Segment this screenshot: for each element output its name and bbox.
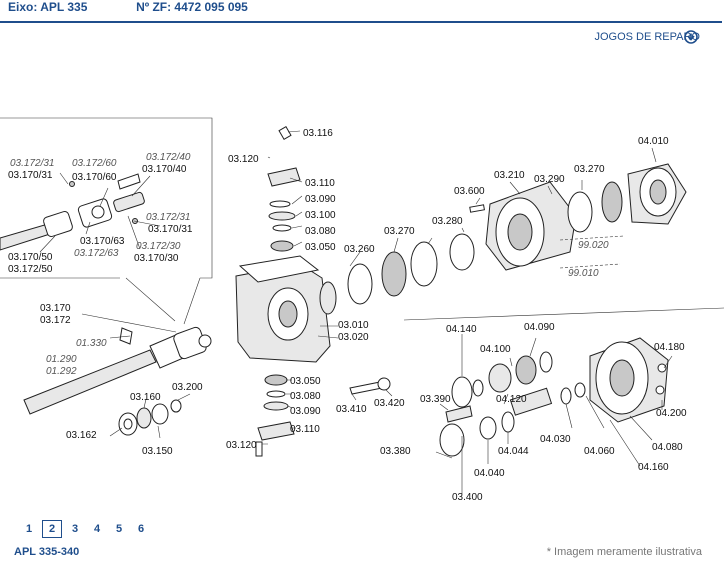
label-03172-31-ref-b: 03.172/31 (146, 212, 191, 223)
label-99020-ref: 99.020 (578, 240, 609, 251)
label-03110b: 03.110 (290, 424, 320, 435)
illustrative-note: * Imagem meramente ilustrativa (546, 546, 702, 558)
label-04010: 04.010 (638, 136, 669, 147)
label-03160: 03.160 (130, 392, 161, 403)
label-03170-63: 03.170/63 (80, 236, 125, 247)
label-03260: 03.260 (344, 244, 375, 255)
label-03110a: 03.110 (305, 178, 335, 189)
hub-upper-row (347, 163, 687, 305)
label-03210: 03.210 (494, 170, 525, 181)
repair-kits-label: JOGOS DE REPARO (594, 31, 700, 43)
label-03100: 03.100 (305, 210, 336, 221)
label-03150: 03.150 (142, 446, 173, 457)
label-04080: 04.080 (652, 442, 683, 453)
planetary-lower-group (439, 337, 669, 457)
page-3[interactable]: 3 (71, 523, 79, 535)
zf-number: Nº ZF: 4472 095 095 (136, 0, 248, 14)
inset-frame (0, 117, 213, 279)
label-04100: 04.100 (480, 344, 511, 355)
label-04140: 04.140 (446, 324, 477, 335)
label-04060: 04.060 (584, 446, 615, 457)
inset-zoom-lines (125, 277, 201, 325)
page-2-current[interactable]: 2 (42, 520, 62, 538)
label-04120: 04.120 (496, 394, 527, 405)
label-03120b: 03.120 (226, 440, 257, 451)
label-03270a: 03.270 (384, 226, 415, 237)
lower-assembly-frame (403, 307, 724, 321)
axle-title: Eixo: APL 335 (8, 0, 88, 14)
label-03172-31-ref: 03.172/31 (10, 158, 55, 169)
repair-kits-link[interactable]: JOGOS DE REPARO (594, 31, 700, 43)
label-03290: 03.290 (534, 174, 565, 185)
label-03170-40: 03.170/40 (142, 164, 187, 175)
label-03400: 03.400 (452, 492, 483, 503)
label-04090: 04.090 (524, 322, 555, 333)
label-03172-50: 03.172/50 (8, 264, 53, 275)
label-03170-31: 03.170/31 (8, 170, 53, 181)
label-03170-30: 03.170/30 (134, 253, 179, 264)
label-03172: 03.172 (40, 315, 71, 326)
page-5[interactable]: 5 (115, 523, 123, 535)
label-03162: 03.162 (66, 430, 97, 441)
king-pin-bottom-stack (255, 374, 391, 457)
label-03050a: 03.050 (305, 242, 336, 253)
label-04040: 04.040 (474, 468, 505, 479)
drive-shaft (23, 326, 212, 415)
header-rule (0, 21, 722, 23)
label-03172-30-ref: 03.172/30 (136, 241, 181, 252)
label-03380: 03.380 (380, 446, 411, 457)
header: Eixo: APL 335 Nº ZF: 4472 095 095 (8, 0, 248, 20)
label-03050b: 03.050 (290, 376, 321, 387)
label-03090b: 03.090 (290, 406, 321, 417)
label-03010: 03.010 (338, 320, 369, 331)
down-arrow-circle-icon[interactable] (684, 30, 698, 44)
label-03270b: 03.270 (574, 164, 605, 175)
exploded-parts-diagram: 03.116 03.120 03.110 03.090 03.100 03.08… (0, 117, 724, 503)
label-03116: 03.116 (303, 128, 333, 139)
page-4[interactable]: 4 (93, 523, 101, 535)
label-01330-ref: 01.330 (76, 338, 107, 349)
label-03172-60-ref: 03.172/60 (72, 158, 117, 169)
label-03410: 03.410 (336, 404, 367, 415)
label-01290-ref: 01.290 (46, 354, 77, 365)
label-03390: 03.390 (420, 394, 451, 405)
label-99010-ref: 99.010 (568, 268, 599, 279)
inset-cardan-joint (0, 173, 145, 251)
label-03170-60: 03.170/60 (72, 172, 117, 183)
label-03170: 03.170 (40, 303, 71, 314)
label-04030: 04.030 (540, 434, 571, 445)
label-03080b: 03.080 (290, 391, 321, 402)
label-03080a: 03.080 (305, 226, 336, 237)
label-03420: 03.420 (374, 398, 405, 409)
hub-axis-lines (559, 235, 625, 269)
king-pin-top-stack (267, 125, 301, 252)
label-03120a: 03.120 (228, 154, 259, 165)
page-1[interactable]: 1 (25, 523, 33, 535)
label-03090a: 03.090 (305, 194, 336, 205)
steering-knuckle-housing (235, 255, 337, 363)
label-04160: 04.160 (638, 462, 669, 473)
label-01292-ref: 01.292 (46, 366, 77, 377)
page-6[interactable]: 6 (137, 523, 145, 535)
label-03200: 03.200 (172, 382, 203, 393)
label-04200: 04.200 (656, 408, 687, 419)
label-04180: 04.180 (654, 342, 685, 353)
label-03600: 03.600 (454, 186, 485, 197)
label-03170-50: 03.170/50 (8, 252, 53, 263)
label-03172-63-ref: 03.172/63 (74, 248, 119, 259)
label-03170-31-b: 03.170/31 (148, 224, 193, 235)
label-04044: 04.044 (498, 446, 529, 457)
label-03172-40-ref: 03.172/40 (146, 152, 191, 163)
model-range: APL 335-340 (14, 546, 80, 558)
lower-left-rings (118, 399, 182, 436)
label-03280: 03.280 (432, 216, 463, 227)
label-03020: 03.020 (338, 332, 369, 343)
